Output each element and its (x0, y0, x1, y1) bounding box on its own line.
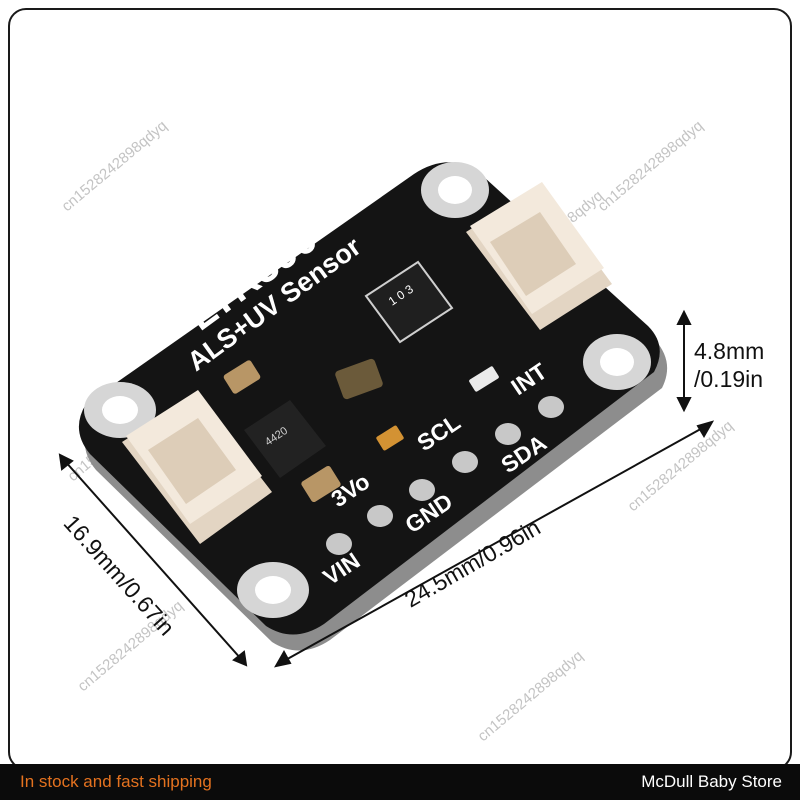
uv-sensor-chip (335, 358, 383, 400)
chip-u1 (364, 260, 454, 344)
mounting-hole (421, 162, 489, 218)
capacitor (223, 360, 261, 394)
dimension-height-mm: 4.8mm (694, 338, 765, 364)
shipping-note: In stock and fast shipping (20, 772, 212, 791)
jst-connector-left (122, 390, 272, 544)
mounting-hole (237, 562, 309, 618)
led (469, 366, 499, 392)
store-name: McDull Baby Store (641, 772, 782, 791)
pin-pads (326, 396, 564, 555)
jst-connector-right (466, 182, 612, 330)
store-footer-bar: In stock and fast shipping McDull Baby S… (0, 764, 800, 800)
mounting-hole (84, 382, 156, 438)
capacitor (301, 465, 341, 503)
chip-u2 (244, 400, 326, 478)
dimension-height-in: /0.19in (694, 366, 764, 392)
dimension-width-line (274, 420, 715, 668)
capacitor (376, 425, 404, 451)
mounting-hole (583, 334, 651, 390)
dimension-height-line (676, 309, 692, 413)
dimension-depth-line (58, 453, 248, 667)
